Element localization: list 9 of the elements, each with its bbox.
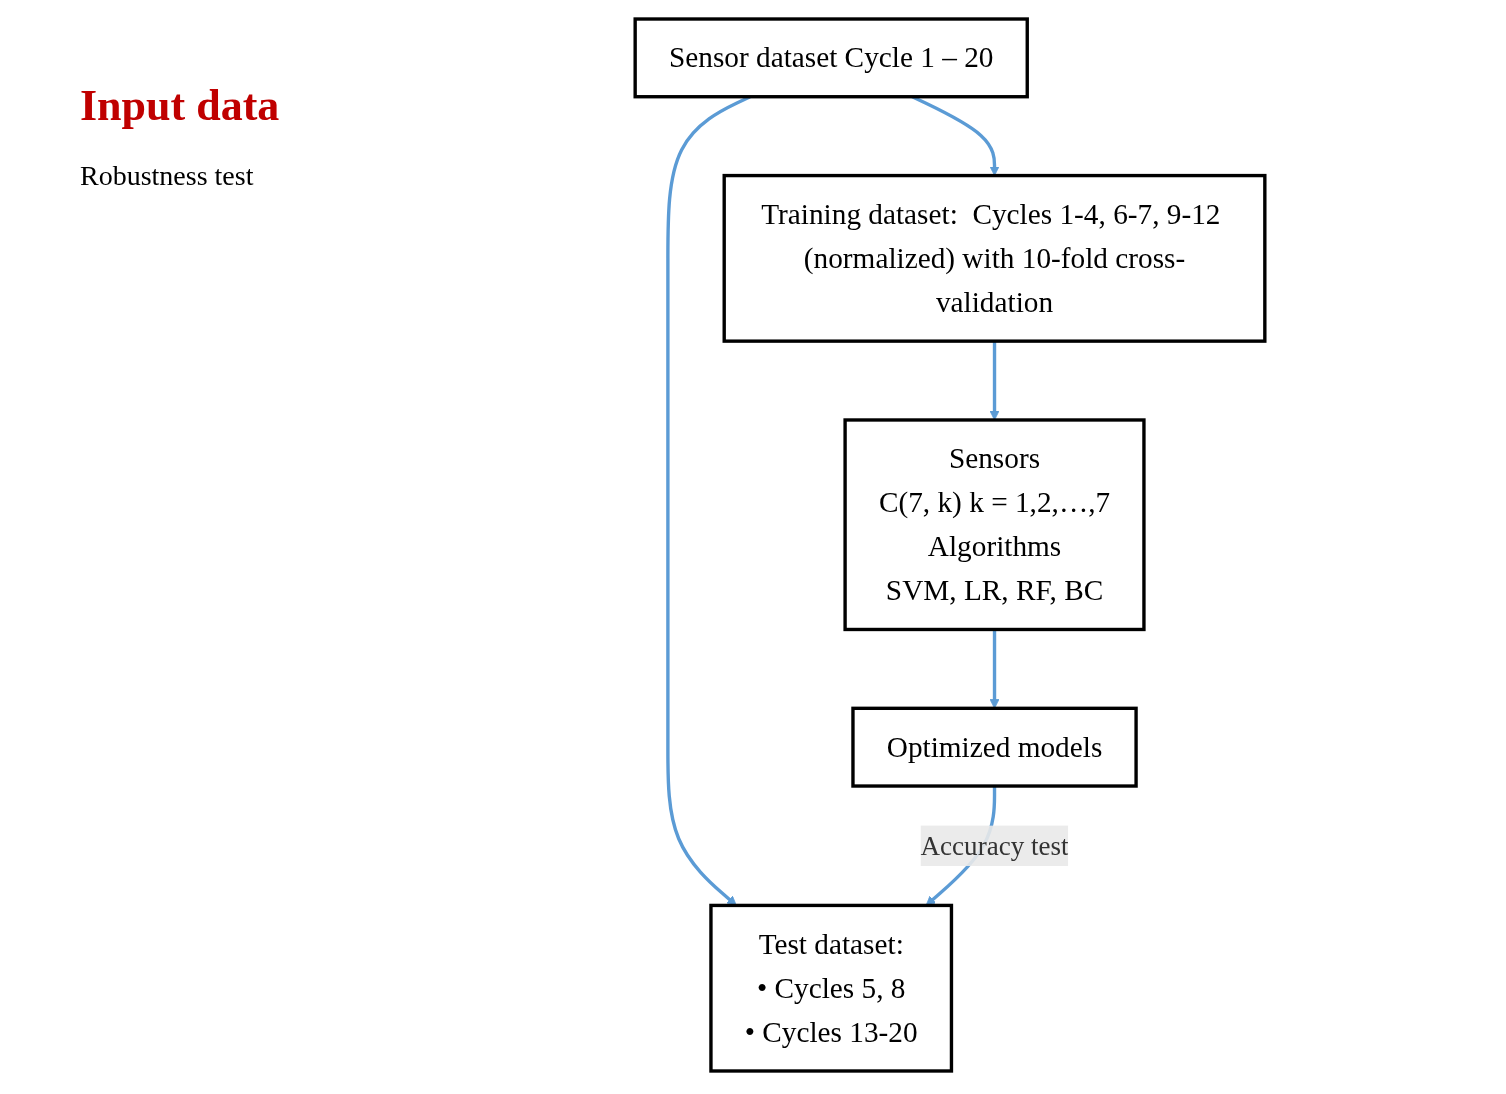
- node-box: Sensors C(7, k) k = 1,2,…,7 Algorithms SVM, LR, RF, BC: [843, 418, 1146, 632]
- node-box: Sensor dataset Cycle 1 – 20: [633, 17, 1029, 99]
- arrow: [989, 629, 1000, 709]
- node-box: Optimized models: [851, 706, 1138, 788]
- node-box: Training dataset: Cycles 1-4, 6-7, 9-12 (normalized) with 10-fold cross-validation: [722, 173, 1267, 343]
- note-text: Robustness test: [80, 160, 254, 192]
- node-box: Test dataset: • Cycles 5, 8 • Cycles 13-20: [709, 903, 954, 1073]
- diagram-title: Input data: [80, 80, 280, 131]
- edge-label: Accuracy test: [920, 831, 1069, 861]
